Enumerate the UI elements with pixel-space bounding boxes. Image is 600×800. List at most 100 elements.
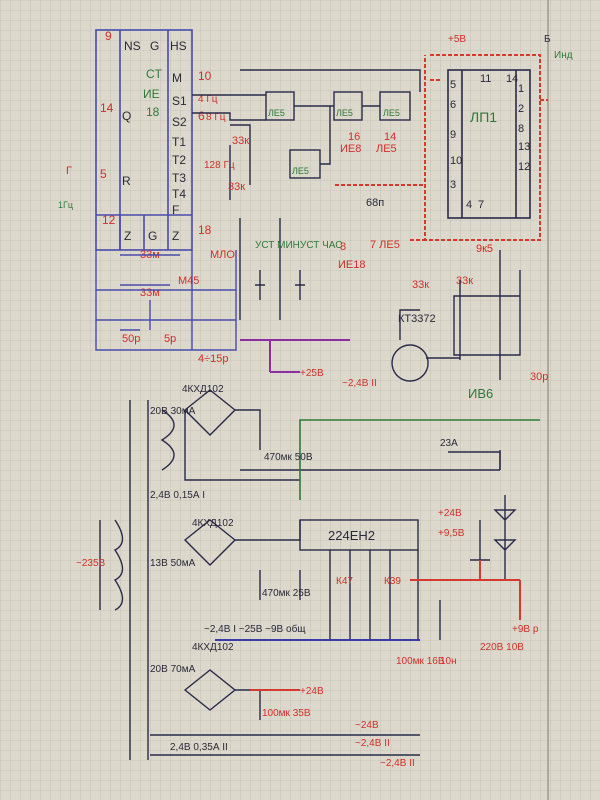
- power-label: +24В: [300, 686, 324, 697]
- pin-label: 2: [518, 103, 524, 115]
- pin-label: 14: [506, 73, 518, 85]
- red-power-bus: [250, 560, 521, 691]
- component-label: 14: [384, 131, 396, 143]
- component-label: 16: [348, 131, 360, 143]
- pin-label: F: [172, 203, 179, 217]
- top-labels: +5В Б Инд: [448, 34, 573, 61]
- pin-label: 14: [100, 101, 114, 115]
- transistor-block: [391, 250, 521, 382]
- oscillator-network: [95, 250, 237, 351]
- component-label: ИЕ8: [340, 143, 361, 155]
- power-label: ~235В: [76, 558, 106, 569]
- power-label: 23А: [440, 438, 458, 449]
- pin-label: 4: [466, 199, 472, 211]
- pin-label: G: [150, 39, 159, 53]
- pin-label: 6: [450, 99, 456, 111]
- pin-label: 12: [102, 213, 116, 227]
- top-label: Инд: [554, 50, 573, 61]
- pin-label: T1: [172, 135, 186, 149]
- green-bus: [299, 419, 540, 500]
- pin-label: 8: [518, 123, 524, 135]
- power-label: 100мк 35В: [262, 708, 311, 719]
- pin-label: T4: [172, 187, 186, 201]
- power-label: 13В 50мА: [150, 558, 196, 569]
- pin-label: S1: [172, 94, 187, 108]
- chip-label: ЛП1: [470, 109, 497, 125]
- pin-label: T3: [172, 171, 186, 185]
- chip-label: 18: [146, 105, 160, 119]
- power-label: 220В 10В: [480, 642, 524, 653]
- component-label: ЛЕ5: [376, 143, 397, 155]
- component-label: 33к: [412, 279, 429, 291]
- button-label: УСТ МИН: [255, 240, 300, 251]
- gate-label: ЛЕ5: [383, 108, 400, 118]
- logic-gates: [192, 69, 421, 200]
- pin-label: 8 Гц: [206, 112, 226, 123]
- pin-label: R: [122, 174, 131, 188]
- pin-label: 7: [478, 199, 484, 211]
- power-label: ~2,4В II: [355, 738, 390, 749]
- component-label: 33к: [228, 181, 245, 193]
- pin-label: 5: [450, 79, 456, 91]
- pin-label: Z: [124, 229, 131, 243]
- component-label: 9к5: [476, 243, 493, 255]
- power-label: 10н: [440, 656, 457, 667]
- pin-label: 9: [450, 129, 456, 141]
- component-label: МЛО: [210, 249, 235, 261]
- pin-label: NS: [124, 39, 141, 53]
- component-label: ИВ6: [468, 386, 493, 401]
- pin-label: 4 Гц: [198, 94, 218, 105]
- pin-label: 13: [518, 141, 530, 153]
- logic-gate-labels: ЛЕ5 ЛЕ5 ЛЕ5 ЛЕ5: [268, 108, 400, 176]
- component-label: 4÷15р: [198, 353, 229, 365]
- pin-label: 10: [450, 155, 462, 167]
- component-label: 1Гц: [58, 200, 73, 210]
- component-label: 5р: [164, 333, 176, 345]
- component-label: 33м: [140, 287, 160, 299]
- power-label: ~24В: [355, 720, 379, 731]
- power-labels: 4КХД102 20В 30мА ~2,4В II +25В 470мк 50В…: [76, 368, 539, 769]
- pin-label: S2: [172, 115, 187, 129]
- component-label: ИЕ18: [338, 259, 365, 271]
- decoder-chip-labels: ЛП1 5 6 9 8 10 11 14 13 4 7 12 3 1 2: [450, 73, 530, 211]
- purple-bus: [240, 339, 350, 373]
- pin-label: 10: [198, 69, 212, 83]
- power-label: К39: [384, 576, 401, 587]
- pin-label: 6: [198, 109, 205, 123]
- pin-label: M: [172, 71, 182, 85]
- power-label: +25В: [300, 368, 324, 379]
- component-label: Г: [66, 165, 72, 177]
- power-label: ~2,4В II: [380, 758, 415, 769]
- pin-label: HS: [170, 39, 187, 53]
- red-signal-bus: [335, 54, 548, 241]
- counter-chip-labels: 9 NS G HS CT ИЕ 18 14 Q 5 R 12 Z G Z 18 …: [100, 29, 235, 243]
- power-label: +9В р: [512, 624, 539, 635]
- gate-label: ЛЕ5: [268, 108, 285, 118]
- power-label: 4КХД102: [192, 642, 234, 653]
- pin-label: 9: [105, 29, 112, 43]
- component-label: 33к: [232, 135, 249, 147]
- power-section: [99, 389, 517, 760]
- pin-label: G: [148, 229, 157, 243]
- pin-label: 1: [518, 83, 524, 95]
- pin-label: 11: [480, 73, 491, 85]
- power-label: К47: [336, 576, 353, 587]
- power-label: ~2,4В I ~25В ~9В общ: [204, 623, 306, 635]
- power-label: 470мк 25В: [262, 588, 311, 599]
- power-label: +9,5В: [438, 528, 465, 539]
- pin-label: Q: [122, 109, 131, 123]
- power-label: 4КХД102: [182, 384, 224, 395]
- pin-label: 3: [450, 179, 456, 191]
- power-label: ~2,4В II: [342, 378, 377, 389]
- pin-label: Z: [172, 229, 179, 243]
- component-label: 33к: [456, 275, 473, 287]
- pin-label: 5: [100, 167, 107, 181]
- gate-label: ЛЕ5: [336, 108, 353, 118]
- top-label: +5В: [448, 34, 466, 45]
- chip-label: ИЕ: [143, 87, 160, 101]
- component-labels: 33к 33к 16 ИЕ8 14 ЛЕ5 68п 8 ИЕ18 7 ЛЕ5 9…: [58, 131, 548, 401]
- pin-label: T2: [172, 153, 186, 167]
- button-label: УСТ ЧАС: [300, 240, 342, 251]
- power-label: 20В 70мА: [150, 664, 196, 675]
